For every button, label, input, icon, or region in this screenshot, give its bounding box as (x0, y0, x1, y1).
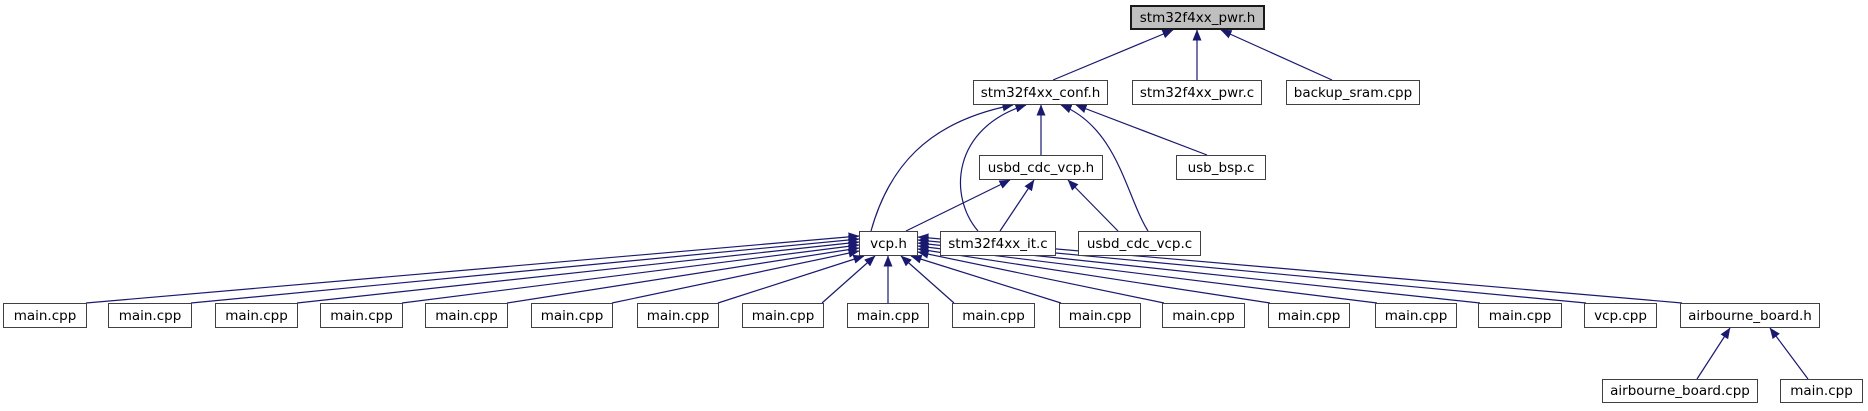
graph-node-label: main.cpp (118, 307, 182, 324)
graph-node-label: vcp.cpp (1594, 307, 1647, 324)
edge-usbd_cdc_vcp_c-to-stm32f4xx_conf_h (1060, 104, 1149, 232)
graph-node-label: stm32f4xx_pwr.c (1139, 84, 1255, 101)
edge-vcp_h-to-usbd_cdc_vcp_h (905, 179, 1011, 232)
edge-stm32f4xx_conf_h-to-stm32f4xx_pwr_h (1052, 29, 1174, 81)
graph-node-label: stm32f4xx_conf.h (980, 84, 1101, 101)
graph-node-vcp_cpp[interactable]: vcp.cpp (1584, 303, 1657, 328)
graph-node-label: main.cpp (1277, 307, 1341, 324)
graph-node-label: backup_sram.cpp (1293, 84, 1413, 101)
edge-main_cpp_4-to-vcp_h (401, 241, 860, 304)
graph-node-vcp_h[interactable]: vcp.h (859, 231, 918, 256)
graph-node-main_cpp_2[interactable]: main.cpp (108, 303, 192, 328)
edge-airbourne_board_cpp-to-airbourne_board_h (1696, 327, 1731, 380)
graph-node-stm32f4xx_pwr_c[interactable]: stm32f4xx_pwr.c (1132, 80, 1262, 105)
edge-main_cpp_2-to-vcp_h (190, 235, 860, 304)
graph-node-main_cpp_16[interactable]: main.cpp (1780, 379, 1863, 403)
graph-node-label: main.cpp (646, 307, 710, 324)
graph-node-label: main.cpp (225, 307, 288, 324)
graph-node-label: main.cpp (1384, 307, 1448, 324)
edge-main_cpp_6-to-vcp_h (611, 248, 860, 304)
graph-node-main_cpp_7[interactable]: main.cpp (637, 303, 719, 328)
edge-main_cpp_11-to-vcp_h (910, 254, 1062, 304)
edge-main_cpp_16-to-airbourne_board_h (1769, 327, 1809, 380)
graph-node-label: stm32f4xx_pwr.h (1139, 9, 1256, 26)
graph-node-main_cpp_6[interactable]: main.cpp (531, 303, 613, 328)
graph-node-label: main.cpp (540, 307, 604, 324)
graph-node-usbd_cdc_vcp_h[interactable]: usbd_cdc_vcp.h (979, 155, 1103, 180)
graph-node-label: vcp.h (870, 235, 907, 252)
graph-node-label: airbourne_board.h (1688, 307, 1812, 324)
edge-main_cpp_12-to-vcp_h (917, 249, 1165, 304)
graph-node-label: main.cpp (1172, 307, 1235, 324)
edge-main_cpp_1-to-vcp_h (85, 232, 860, 304)
graph-node-main_cpp_14[interactable]: main.cpp (1375, 303, 1457, 328)
graph-node-main_cpp_8[interactable]: main.cpp (742, 303, 824, 328)
graph-node-main_cpp_12[interactable]: main.cpp (1162, 303, 1245, 328)
edge-main_cpp_10-to-vcp_h (900, 255, 955, 304)
graph-node-main_cpp_13[interactable]: main.cpp (1268, 303, 1350, 328)
graph-node-label: stm32f4xx_it.c (948, 235, 1048, 252)
edge-backup_sram_cpp-to-stm32f4xx_pwr_h (1220, 29, 1333, 81)
edge-usb_bsp_c-to-stm32f4xx_conf_h (1075, 104, 1208, 156)
graph-node-stm32f4xx_it_c[interactable]: stm32f4xx_it.c (940, 231, 1056, 256)
graph-node-main_cpp_3[interactable]: main.cpp (215, 303, 298, 328)
graph-node-main_cpp_15[interactable]: main.cpp (1478, 303, 1562, 328)
graph-node-stm32f4xx_conf_h[interactable]: stm32f4xx_conf.h (973, 80, 1108, 105)
graph-node-label: main.cpp (1068, 307, 1132, 324)
graph-node-label: main.cpp (751, 307, 815, 324)
edge-stm32f4xx_it_c-to-stm32f4xx_conf_h (959, 103, 1027, 232)
edge-vcp_h-to-stm32f4xx_conf_h (870, 102, 1014, 232)
graph-node-label: usb_bsp.c (1187, 159, 1255, 176)
graph-node-label: main.cpp (856, 307, 920, 324)
graph-node-main_cpp_1[interactable]: main.cpp (3, 303, 87, 328)
graph-node-label: main.cpp (13, 307, 77, 324)
graph-node-label: main.cpp (1488, 307, 1552, 324)
edge-main_cpp_3-to-vcp_h (296, 238, 860, 304)
graph-node-label: usbd_cdc_vcp.c (1086, 235, 1193, 252)
graph-node-label: main.cpp (435, 307, 498, 324)
graph-node-airbourne_board_h[interactable]: airbourne_board.h (1680, 303, 1820, 328)
graph-node-label: usbd_cdc_vcp.h (987, 159, 1095, 176)
graph-node-airbourne_board_cpp[interactable]: airbourne_board.cpp (1602, 379, 1758, 403)
graph-node-usbd_cdc_vcp_c[interactable]: usbd_cdc_vcp.c (1078, 231, 1201, 256)
graph-node-main_cpp_5[interactable]: main.cpp (425, 303, 508, 328)
edge-stm32f4xx_it_c-to-usbd_cdc_vcp_h (999, 179, 1035, 232)
graph-node-label: main.cpp (330, 307, 393, 324)
graph-node-usb_bsp_c[interactable]: usb_bsp.c (1176, 155, 1266, 180)
graph-node-label: airbourne_board.cpp (1610, 383, 1750, 399)
graph-node-label: main.cpp (1790, 383, 1853, 399)
edge-main_cpp_5-to-vcp_h (506, 245, 860, 304)
edge-usbd_cdc_vcp_c-to-usbd_cdc_vcp_h (1067, 179, 1119, 232)
edge-main_cpp_8-to-vcp_h (821, 255, 876, 304)
graph-node-main_cpp_4[interactable]: main.cpp (320, 303, 403, 328)
graph-node-main_cpp_9[interactable]: main.cpp (847, 303, 929, 328)
graph-node-backup_sram_cpp[interactable]: backup_sram.cpp (1286, 80, 1420, 105)
graph-node-stm32f4xx_pwr_h: stm32f4xx_pwr.h (1130, 5, 1265, 30)
graph-node-main_cpp_11[interactable]: main.cpp (1059, 303, 1141, 328)
graph-node-main_cpp_10[interactable]: main.cpp (952, 303, 1035, 328)
graph-node-label: main.cpp (962, 307, 1025, 324)
edge-main_cpp_13-to-vcp_h (917, 246, 1271, 304)
edge-main_cpp_7-to-vcp_h (717, 254, 865, 304)
